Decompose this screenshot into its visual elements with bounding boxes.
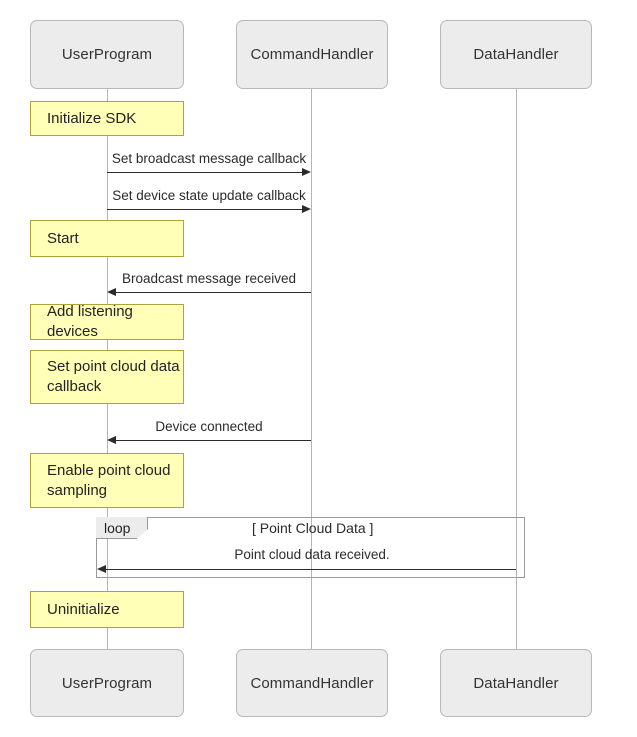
message-label-point-cloud-data-received: Point cloud data received. — [210, 547, 414, 562]
lifeline-commandhandler — [311, 88, 312, 653]
message-label-set-broadcast-message-callback: Set broadcast message callback — [107, 151, 311, 166]
note-uninitialize-label: Uninitialize — [47, 600, 120, 618]
actor-footer-commandhandler[interactable]: CommandHandler — [236, 649, 388, 717]
message-label-device-connected: Device connected — [107, 419, 311, 434]
actor-header-datahandler-label: DataHandler — [473, 46, 559, 63]
message-text: Point cloud data received. — [234, 547, 390, 562]
message-line-4 — [115, 440, 311, 441]
loop-fragment-operator-tab: loop — [96, 517, 148, 539]
note-set-point-cloud-data-callback-label: Set point cloud data callback — [47, 358, 180, 395]
note-set-point-cloud-data-callback[interactable]: Set point cloud data callback — [30, 350, 184, 404]
loop-fragment-guard-text: [ Point Cloud Data ] — [252, 520, 374, 536]
actor-header-commandhandler[interactable]: CommandHandler — [236, 20, 388, 89]
note-enable-point-cloud-sampling-label: Enable point cloud sampling — [47, 461, 171, 499]
actor-footer-datahandler-label: DataHandler — [473, 674, 559, 692]
message-line-2 — [107, 209, 303, 210]
message-arrowhead-4 — [107, 436, 116, 444]
message-text: Set device state update callback — [112, 188, 306, 203]
actor-footer-userprogram[interactable]: UserProgram — [30, 649, 184, 717]
message-line-3 — [115, 292, 311, 293]
actor-footer-datahandler[interactable]: DataHandler — [440, 649, 592, 717]
actor-footer-userprogram-label: UserProgram — [61, 674, 153, 692]
message-label-broadcast-message-received: Broadcast message received — [107, 271, 311, 286]
note-start-label: Start — [47, 229, 79, 247]
note-initialize-sdk-label: Initialize SDK — [47, 109, 137, 127]
message-line-5 — [105, 569, 516, 570]
actor-header-commandhandler-label: CommandHandler — [250, 46, 374, 63]
note-start[interactable]: Start — [30, 220, 184, 257]
message-text: Device connected — [155, 419, 263, 434]
message-arrowhead-2 — [302, 205, 311, 213]
loop-fragment[interactable] — [96, 517, 525, 578]
note-add-listening-devices-label: Add listening devices — [47, 303, 133, 340]
loop-fragment-guard: [ Point Cloud Data ] — [252, 520, 373, 536]
message-label-set-device-state-update-callback: Set device state update callback — [107, 188, 311, 203]
message-arrowhead-1 — [302, 168, 311, 176]
message-text: Set broadcast message callback — [111, 151, 307, 166]
note-enable-point-cloud-sampling[interactable]: Enable point cloud sampling — [30, 453, 184, 508]
loop-fragment-operator-label: loop — [104, 519, 131, 536]
message-arrowhead-5 — [97, 565, 106, 573]
actor-header-userprogram-label: UserProgram — [61, 46, 153, 63]
message-arrowhead-3 — [107, 288, 116, 296]
actor-header-datahandler[interactable]: DataHandler — [440, 20, 592, 89]
message-text: Broadcast message received — [121, 271, 297, 286]
actor-footer-commandhandler-label: CommandHandler — [250, 674, 374, 692]
lifeline-datahandler — [516, 88, 517, 653]
note-add-listening-devices[interactable]: Add listening devices — [30, 303, 184, 340]
note-initialize-sdk[interactable]: Initialize SDK — [30, 101, 184, 136]
message-line-1 — [107, 172, 303, 173]
actor-header-userprogram[interactable]: UserProgram — [30, 20, 184, 89]
note-uninitialize[interactable]: Uninitialize — [30, 591, 184, 628]
